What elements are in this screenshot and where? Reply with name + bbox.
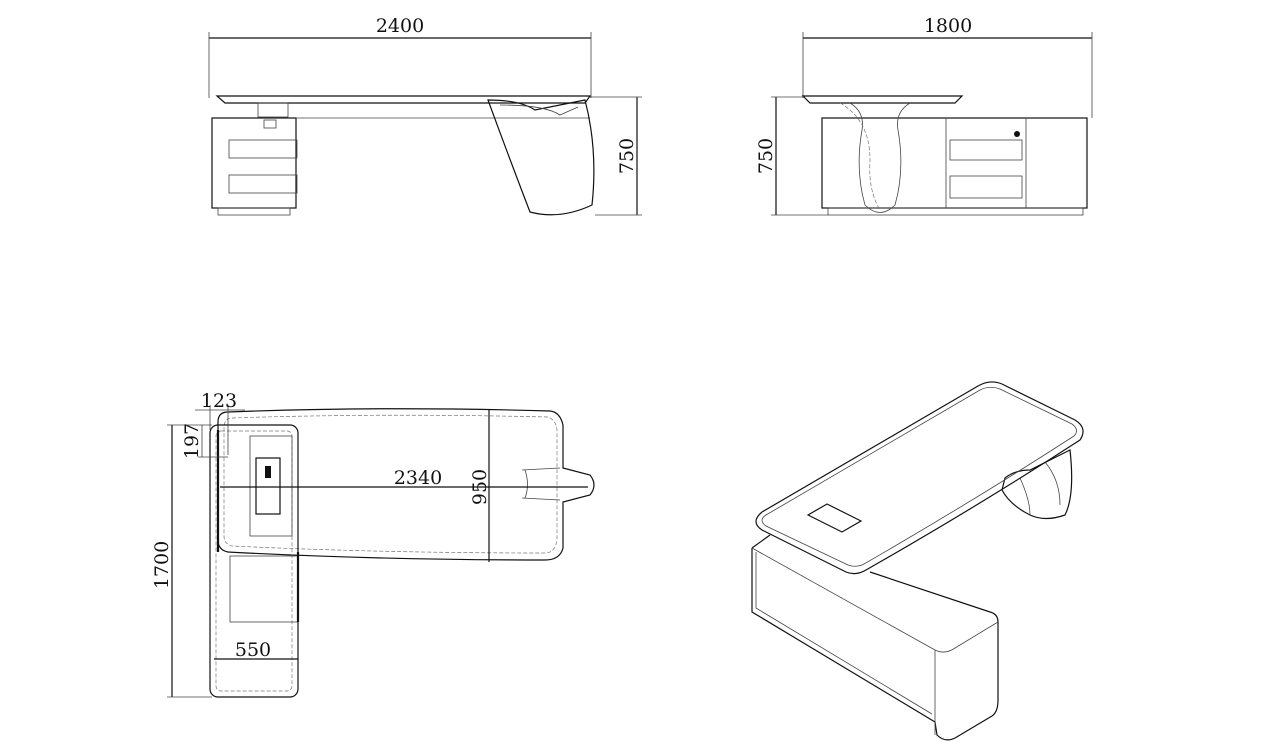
- dimension-label-offset-x: 123: [201, 390, 237, 412]
- dimension-label-width: 1800: [924, 15, 972, 37]
- desk-leg: [487, 99, 595, 216]
- front-elevation-view: 2400 750: [208, 15, 642, 216]
- cable-port: [806, 503, 863, 533]
- desktop-slab: [801, 95, 964, 104]
- dimension-label-return-length: 1700: [151, 541, 173, 589]
- side-elevation-view: 1800 750: [755, 15, 1093, 216]
- dimension-label-height: 750: [755, 138, 777, 174]
- plan-view: 123 197 1700 2340 950 550: [151, 390, 595, 698]
- isometric-view: [751, 381, 1084, 741]
- desktop-slab: [215, 95, 592, 104]
- cable-box: [255, 457, 281, 515]
- dimension-label-length: 2340: [394, 467, 442, 489]
- dimension-label-return-width: 550: [235, 639, 271, 661]
- desk-leg: [1001, 449, 1073, 520]
- dimension-label-depth: 950: [469, 469, 491, 505]
- desktop-outline: [217, 408, 595, 561]
- dimension-label-height: 750: [616, 138, 638, 174]
- dimension-label-width: 2400: [376, 15, 424, 37]
- cabinet-outline: [751, 548, 999, 741]
- pedestal-cabinet: [211, 117, 297, 209]
- isometric-desktop: [755, 381, 1084, 575]
- dimension-label-offset-y: 197: [181, 423, 203, 459]
